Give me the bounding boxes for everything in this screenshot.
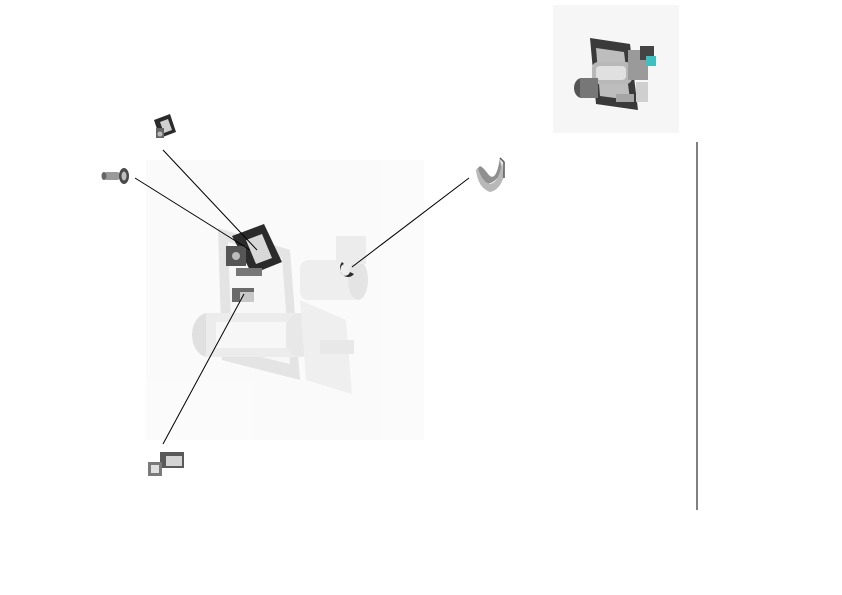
leader-line-u-clip (351, 177, 470, 268)
u-clip-icon (476, 157, 505, 192)
assembled-unit-thumbnail (553, 5, 679, 133)
leader-line-sensor-bracket (162, 149, 258, 251)
leader-line-hinge-clamp (162, 293, 245, 445)
shaft-pin-icon (101, 168, 129, 184)
hinge-clamp-icon (148, 452, 184, 476)
sensor-bracket-icon (154, 114, 176, 138)
mounted-u-clip (339, 262, 354, 278)
leader-line-shaft-pin (134, 177, 251, 251)
